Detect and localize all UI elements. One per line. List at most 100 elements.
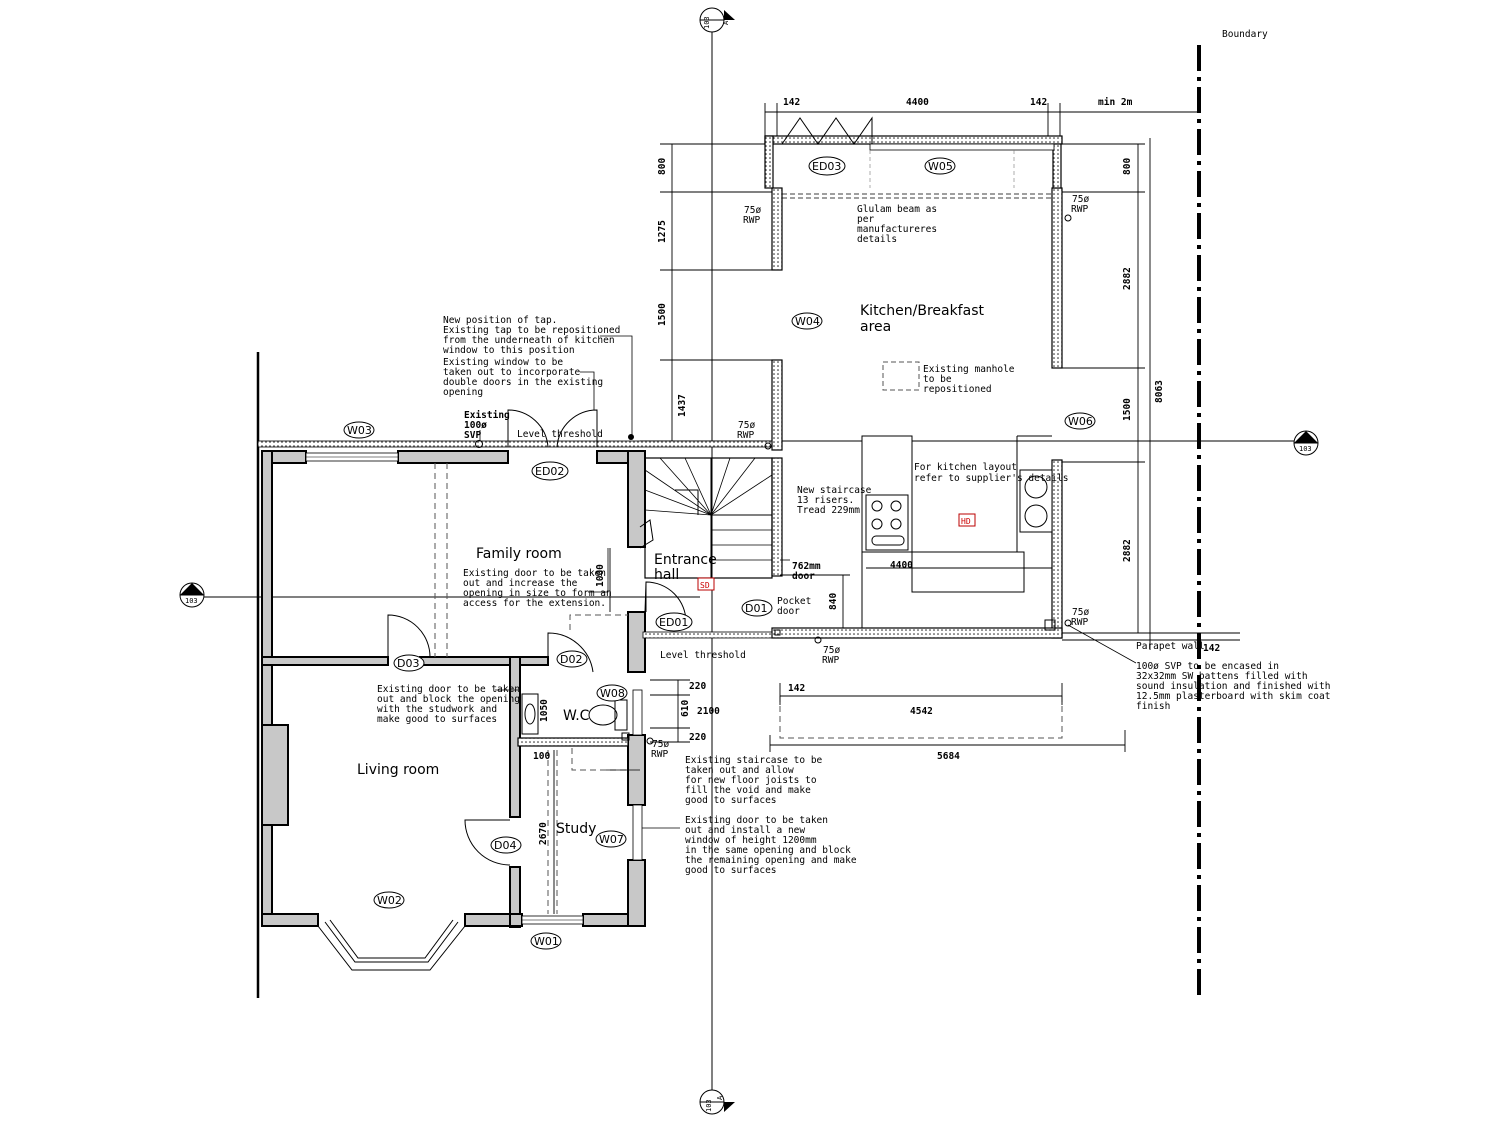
- tag-d01[interactable]: D01: [741, 599, 773, 617]
- dim-v1000: 1000: [595, 564, 606, 587]
- note-line: For kitchen layout: [914, 462, 1017, 473]
- note-line: taken out and allow: [685, 765, 794, 776]
- detector-symbols: SD HD: [697, 513, 976, 591]
- note-line: the remaining opening and make: [685, 855, 857, 866]
- note-kitchen-layout: For kitchen layout refer to supplier's d…: [914, 462, 1068, 484]
- dim-top-142-right: 142: [1030, 97, 1047, 108]
- dim-v5684: 5684: [937, 751, 960, 762]
- note-line: good to surfaces: [685, 865, 777, 876]
- tag-w07[interactable]: W07: [595, 830, 627, 848]
- tag-d02[interactable]: D02: [556, 650, 588, 668]
- rwp-size: 75ø: [1072, 607, 1089, 618]
- rwp-size: 75ø: [738, 420, 755, 431]
- note-line: taken out to incorporate: [443, 367, 581, 378]
- note-line: Existing staircase to be: [685, 755, 823, 766]
- tag-w03[interactable]: W03: [343, 421, 375, 439]
- section-marker-a-bottom[interactable]: A 103: [699, 1089, 735, 1115]
- rwp-size: 75ø: [1072, 194, 1089, 205]
- rwp-text: RWP: [651, 749, 668, 760]
- tag-ed01[interactable]: ED01: [655, 612, 693, 632]
- pipe-symbols: [475, 214, 1072, 745]
- note-line: out and block the opening: [377, 694, 520, 705]
- rwp-text: RWP: [737, 430, 754, 441]
- note-family-door: Existing door to be taken out and increa…: [463, 568, 612, 609]
- pocket-door-line: door: [777, 606, 800, 617]
- section-marker-b-left[interactable]: B 103: [179, 582, 205, 608]
- dim-v800-left: 800: [657, 158, 668, 175]
- dim-v1275: 1275: [657, 220, 668, 243]
- dim-v1500-left: 1500: [657, 303, 668, 326]
- door-swings: [387, 409, 687, 866]
- tag-d03[interactable]: D03: [393, 654, 425, 672]
- note-line: opening in size to form an: [463, 588, 612, 599]
- window-glazing: [305, 452, 643, 925]
- dim-v220-bottom: 220: [689, 732, 706, 743]
- note-line: good to surfaces: [685, 795, 777, 806]
- tag-label: ED03: [812, 160, 841, 173]
- rwp-size: 75ø: [744, 205, 761, 216]
- note-line: Tread 229mm: [797, 505, 860, 516]
- dim-v2882-upper: 2882: [1122, 267, 1133, 290]
- note-line: Existing window to be: [443, 357, 563, 368]
- tag-ed03[interactable]: ED03: [808, 156, 846, 176]
- tag-w01[interactable]: W01: [530, 932, 562, 950]
- existing-svp-label: Existing 100ø SVP: [464, 410, 510, 441]
- note-living-door: Existing door to be taken out and block …: [377, 684, 520, 725]
- rwp-labels: 75ø RWP 75ø RWP 75ø RWP 75ø RWP 75ø RWP …: [651, 194, 1089, 760]
- note-line: refer to supplier's details: [914, 473, 1068, 484]
- dim-v220-top: 220: [689, 681, 706, 692]
- note-line: Existing tap to be repositioned: [443, 325, 620, 336]
- heat-detector-label: HD: [961, 517, 971, 526]
- note-line: 32x32mm SW battens filled with: [1136, 671, 1308, 682]
- dim-min-2m: min 2m: [1098, 97, 1133, 108]
- room-family: Family room: [476, 546, 562, 562]
- note-line: finish: [1136, 701, 1170, 712]
- note-line: window of height 1200mm: [685, 835, 817, 846]
- parapet-wall-label: Parapet wall: [1136, 641, 1205, 652]
- note-line: with the studwork and: [377, 704, 497, 715]
- note-line: repositioned: [923, 384, 992, 395]
- dim-top-4400: 4400: [906, 97, 929, 108]
- tag-d04[interactable]: D04: [490, 836, 522, 854]
- tag-label: W01: [534, 935, 559, 948]
- tag-label: W04: [795, 315, 820, 328]
- note-line: manufactureres: [857, 224, 937, 235]
- dim-parapet-142: 142: [1203, 643, 1220, 654]
- tag-w02[interactable]: W02: [373, 891, 405, 909]
- tag-w05[interactable]: W05: [924, 157, 956, 175]
- dim-v610: 610: [680, 700, 691, 717]
- tag-w04[interactable]: W04: [791, 312, 823, 330]
- section-letter: A: [716, 1095, 724, 1100]
- level-threshold-top: Level threshold: [517, 429, 603, 440]
- note-line: per: [857, 214, 874, 225]
- rwp-text: RWP: [743, 215, 760, 226]
- tag-label: D02: [560, 653, 582, 666]
- rwp-text: RWP: [822, 655, 839, 666]
- room-entrance-line2: hall: [654, 567, 679, 583]
- tag-ed02[interactable]: ED02: [531, 461, 569, 481]
- dim-v1437: 1437: [677, 394, 688, 417]
- tag-label: W03: [347, 424, 372, 437]
- note-line: out and install a new: [685, 825, 805, 836]
- svp-line: 100ø: [464, 420, 487, 431]
- section-letter: A: [722, 20, 730, 25]
- section-marker-b-right[interactable]: B 103: [1293, 430, 1319, 456]
- tag-w08[interactable]: W08: [596, 684, 628, 702]
- pocket-door-label: Pocket door: [777, 596, 811, 617]
- tag-w06[interactable]: W06: [1064, 412, 1096, 430]
- note-line: sound insulation and finished with: [1136, 681, 1330, 692]
- room-labels: Family room Living room Study W.C Kitche…: [357, 303, 984, 837]
- tag-label: D03: [397, 657, 419, 670]
- section-sheet: 103: [185, 597, 198, 605]
- note-line: to be: [923, 374, 952, 385]
- note-line: for new floor joists to: [685, 775, 817, 786]
- section-sheet: 103: [703, 16, 711, 29]
- note-line: Existing door to be taken: [685, 815, 828, 826]
- boundary-label: Boundary: [1222, 29, 1268, 40]
- note-line: Glulam beam as: [857, 204, 937, 215]
- section-marker-a-top[interactable]: A 103: [699, 7, 735, 33]
- door-762-line: 762mm: [792, 561, 821, 572]
- room-entrance-line1: Entrance: [654, 552, 717, 568]
- bay-window: [317, 916, 466, 971]
